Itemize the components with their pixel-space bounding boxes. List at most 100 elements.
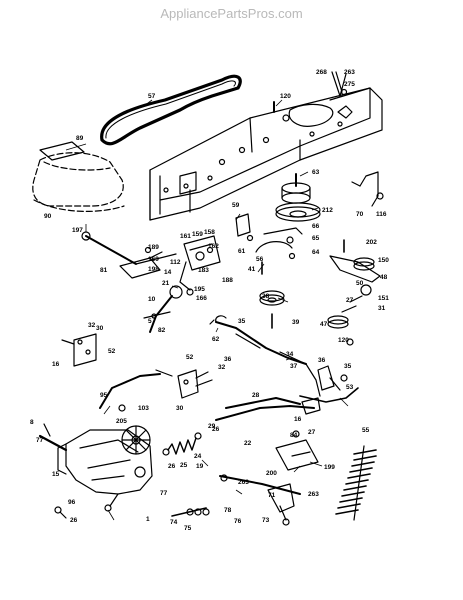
- part-callout-268: 268: [316, 69, 327, 76]
- part-callout-162: 162: [208, 243, 219, 250]
- part-callout-81: 81: [100, 267, 108, 274]
- part-callout-77: 77: [160, 490, 168, 497]
- part-callout-53: 53: [346, 384, 354, 391]
- part-callout-16: 16: [52, 361, 60, 368]
- part-callout-59: 59: [232, 202, 240, 209]
- part-callout-70: 70: [356, 211, 364, 218]
- part-callout-103: 103: [138, 405, 149, 412]
- part-callout-32: 32: [88, 322, 96, 329]
- part-callout-66: 66: [312, 223, 320, 230]
- part-callout-10: 10: [148, 296, 156, 303]
- part-callout-90: 90: [44, 213, 52, 220]
- part-callout-202: 202: [366, 239, 377, 246]
- part-callout-116: 116: [376, 211, 387, 218]
- right-idler-assembly: [327, 239, 381, 346]
- part-callout-21: 21: [162, 280, 170, 287]
- part-callout-5: 5: [148, 318, 152, 325]
- part-callout-158: 158: [204, 229, 215, 236]
- part-callout-50: 50: [356, 280, 364, 287]
- shift-lever: [143, 285, 183, 333]
- part-callout-16: 16: [294, 416, 302, 423]
- part-callout-96: 96: [68, 499, 76, 506]
- part-callout-31: 31: [378, 305, 386, 312]
- leader-lines: [65, 99, 349, 521]
- idler-pulley: [259, 290, 285, 329]
- transmission: [38, 423, 153, 512]
- center-pulley-assembly: [275, 173, 321, 222]
- part-callout-8: 8: [30, 419, 34, 426]
- part-callout-34: 34: [286, 351, 294, 358]
- part-callout-19: 19: [196, 463, 204, 470]
- part-callout-26: 26: [70, 517, 78, 524]
- idler-arm: [255, 227, 303, 275]
- seat-fender-outline: [32, 141, 125, 212]
- shift-rod: [81, 231, 177, 279]
- part-callout-151: 151: [378, 295, 389, 302]
- part-callout-78: 78: [224, 507, 232, 514]
- part-callout-27: 27: [346, 297, 354, 304]
- left-mount-bracket: [61, 333, 97, 367]
- part-callout-15: 15: [52, 471, 60, 478]
- part-callout-197: 197: [72, 227, 83, 234]
- part-callout-25: 25: [180, 462, 188, 469]
- part-callout-212: 212: [322, 207, 333, 214]
- part-callout-169: 169: [148, 256, 159, 263]
- part-callout-120: 120: [338, 337, 349, 344]
- part-callout-183: 183: [198, 267, 209, 274]
- part-callout-29: 29: [208, 423, 216, 430]
- part-callout-189: 189: [148, 244, 159, 251]
- lower-rod: [219, 474, 301, 526]
- part-callout-89: 89: [76, 135, 84, 142]
- part-callout-199: 199: [324, 464, 335, 471]
- brake-spring: [162, 432, 202, 456]
- part-callout-61: 61: [238, 248, 246, 255]
- right-rod-bracket: [301, 365, 348, 415]
- part-callout-55: 55: [362, 427, 370, 434]
- part-callout-82: 82: [158, 327, 166, 334]
- part-callout-36: 36: [318, 357, 326, 364]
- part-callout-263: 263: [344, 69, 355, 76]
- part-callout-52: 52: [108, 348, 116, 355]
- part-callout-112: 112: [170, 259, 181, 266]
- part-callout-198: 198: [148, 266, 159, 273]
- part-callout-56: 56: [256, 256, 264, 263]
- part-callout-263: 263: [238, 479, 249, 486]
- watermark-text: AppliancePartsPros.com: [160, 6, 303, 21]
- part-callout-38: 38: [262, 293, 270, 300]
- part-callout-77: 77: [36, 437, 44, 444]
- lower-hardware: [54, 506, 210, 519]
- part-callout-30: 30: [96, 325, 104, 332]
- part-callout-26: 26: [212, 426, 220, 433]
- part-callout-263: 263: [308, 491, 319, 498]
- part-callout-120: 120: [280, 93, 291, 100]
- part-callout-73: 73: [262, 517, 270, 524]
- part-callout-64: 64: [312, 249, 320, 256]
- part-callout-63: 63: [312, 169, 320, 176]
- part-callout-275: 275: [344, 81, 355, 88]
- part-callout-76: 76: [234, 518, 242, 525]
- part-callout-30: 30: [176, 405, 184, 412]
- part-callout-52: 52: [186, 354, 194, 361]
- extension-spring: [335, 445, 377, 521]
- part-callout-84: 84: [290, 432, 298, 439]
- part-callout-161: 161: [180, 233, 191, 240]
- part-callout-65: 65: [312, 235, 320, 242]
- part-callout-22: 22: [244, 440, 252, 447]
- part-callout-47: 47: [320, 321, 328, 328]
- part-callout-14: 14: [164, 269, 172, 276]
- part-callout-62: 62: [212, 336, 220, 343]
- part-callout-39: 39: [292, 319, 300, 326]
- part-callout-74: 74: [170, 519, 178, 526]
- part-callout-166: 166: [196, 295, 207, 302]
- part-callout-35: 35: [344, 363, 352, 370]
- shift-bracket: [144, 235, 221, 296]
- part-callout-159: 159: [192, 231, 203, 238]
- part-callout-205: 205: [116, 418, 127, 425]
- part-callout-37: 37: [290, 363, 298, 370]
- part-callout-36: 36: [224, 356, 232, 363]
- clutch-rod: [99, 369, 173, 412]
- part-callout-28: 28: [252, 392, 260, 399]
- main-frame: [149, 87, 383, 221]
- brake-arm: [275, 430, 319, 471]
